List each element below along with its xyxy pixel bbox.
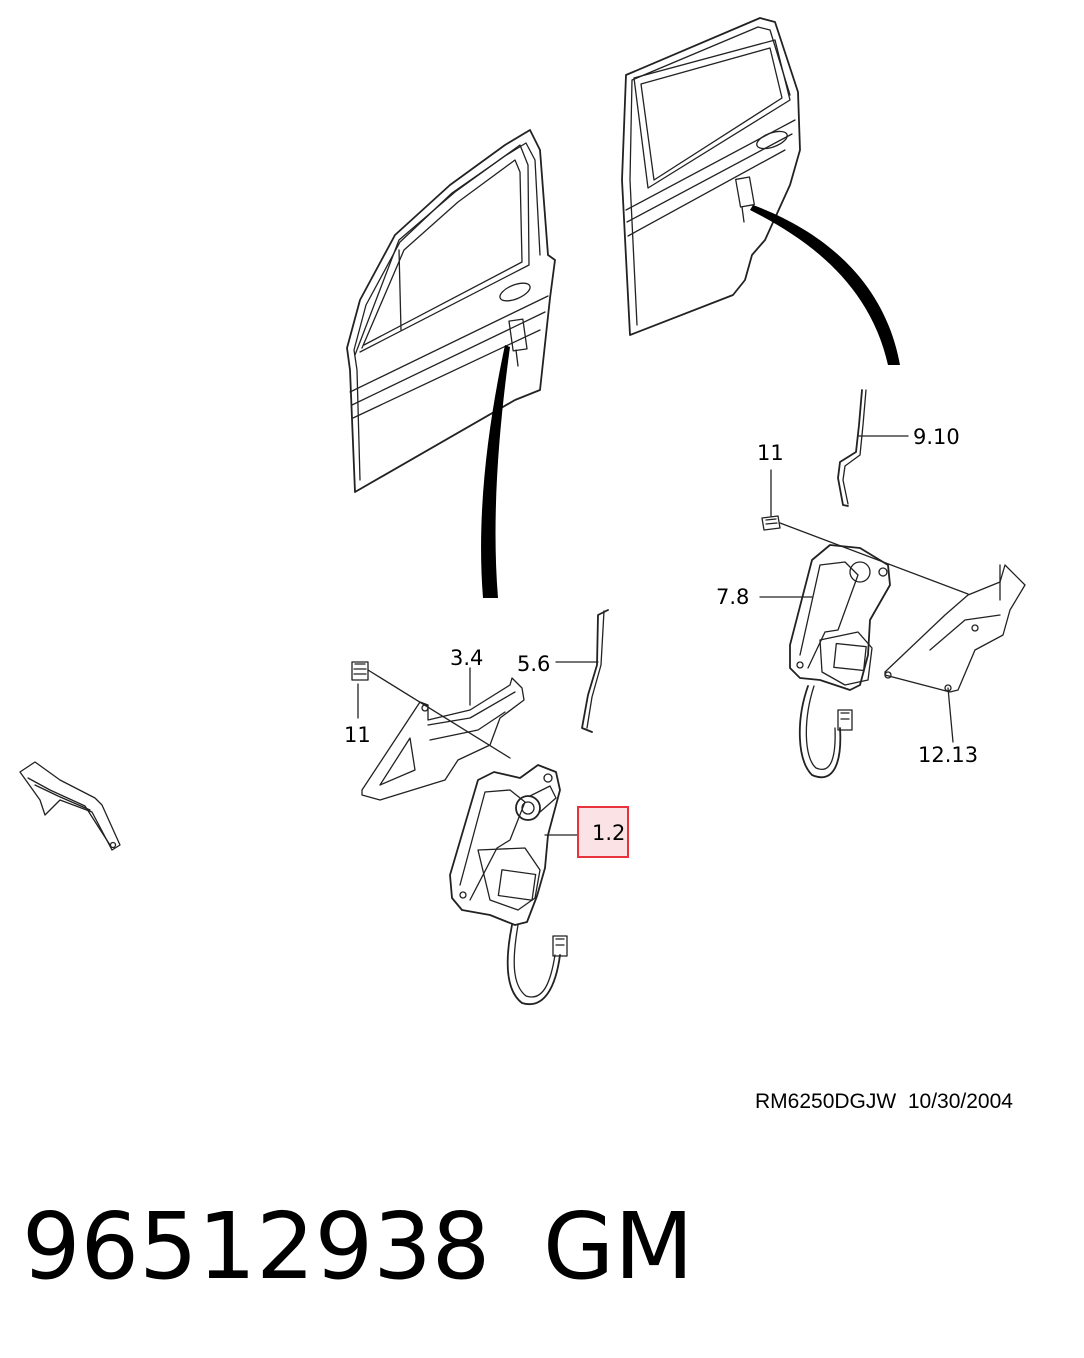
callout-11-right: 11	[757, 441, 784, 465]
callout-9-10: 9.10	[913, 425, 960, 449]
callout-1-2: 1.2	[592, 821, 625, 845]
callout-5-6: 5.6	[517, 652, 550, 676]
callout-12-13: 12.13	[918, 743, 978, 767]
callout-7-8: 7.8	[716, 585, 749, 609]
front-door-illustration	[346, 129, 556, 598]
rear-door-illustration	[621, 17, 900, 365]
drawing-reference: RM6250DGJW 10/30/2004	[755, 1090, 1013, 1113]
part-number: 96512938	[22, 1193, 490, 1300]
lock-actuator-rear	[759, 389, 1026, 778]
brand-name: GM	[543, 1193, 694, 1300]
callout-3-4: 3.4	[450, 646, 483, 670]
callout-11-left: 11	[344, 723, 371, 747]
highlight-box	[577, 806, 629, 858]
bracket-fragment-left	[19, 761, 121, 851]
lock-actuator-front	[351, 609, 609, 1006]
